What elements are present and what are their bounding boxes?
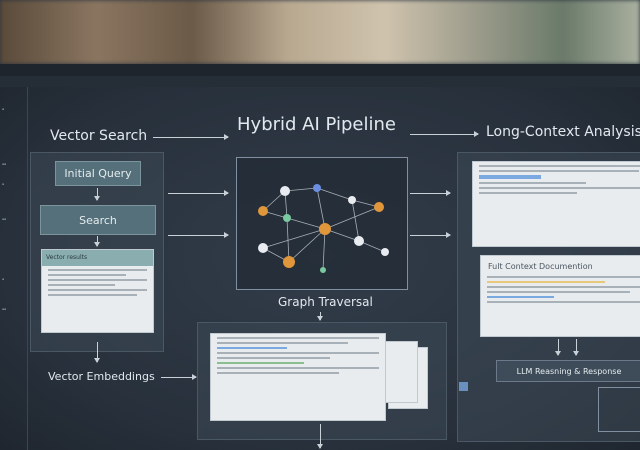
llm-reasoning-box: LLM Reasning & Response bbox=[496, 360, 640, 382]
arrow bbox=[555, 339, 561, 356]
arrow bbox=[410, 232, 451, 238]
full-context-doc: Fult Context Documention bbox=[480, 255, 640, 337]
main-title: Hybrid AI Pipeline bbox=[237, 114, 396, 135]
vector-search-panel: Initial Query Search Vector results bbox=[30, 152, 164, 352]
output-box bbox=[598, 387, 640, 432]
arrow bbox=[161, 374, 197, 380]
arrow bbox=[410, 190, 451, 196]
toolbar bbox=[0, 76, 640, 87]
background-room bbox=[0, 0, 640, 64]
arrow bbox=[410, 131, 479, 137]
monitor-screen: ▪▪▪▪▪▪▪▪▪ Hybrid AI Pipeline Vector Sear… bbox=[0, 64, 640, 450]
arrow bbox=[317, 312, 323, 321]
graph-node bbox=[319, 223, 331, 235]
embeddings-panel bbox=[197, 322, 447, 440]
arrow bbox=[168, 232, 229, 238]
vector-results-doc: Vector results bbox=[41, 249, 154, 333]
arrow bbox=[94, 188, 100, 201]
window-titlebar bbox=[0, 64, 640, 76]
arrow bbox=[573, 339, 579, 356]
graph-traversal-label: Graph Traversal bbox=[278, 295, 373, 309]
graph-node bbox=[283, 256, 295, 268]
knowledge-graph bbox=[258, 184, 389, 273]
graph-node bbox=[283, 214, 291, 222]
long-context-title: Long-Context Analysis bbox=[486, 124, 640, 140]
graph-node bbox=[280, 186, 290, 196]
search-box: Search bbox=[40, 205, 156, 235]
vector-embeddings-label: Vector Embeddings bbox=[48, 370, 155, 383]
arrow bbox=[94, 236, 100, 247]
graph-node bbox=[258, 206, 268, 216]
graph-node bbox=[354, 236, 364, 246]
graph-panel bbox=[236, 157, 408, 290]
arrow bbox=[168, 190, 229, 196]
results-header: Vector results bbox=[42, 250, 153, 266]
vector-search-title: Vector Search bbox=[50, 128, 148, 144]
arrow bbox=[317, 424, 323, 449]
graph-node bbox=[320, 267, 326, 273]
context-doc bbox=[472, 161, 640, 247]
embeddings-doc bbox=[210, 333, 386, 421]
graph-node bbox=[374, 202, 384, 212]
info-icon bbox=[459, 382, 468, 391]
arrow bbox=[153, 134, 229, 140]
graph-node bbox=[258, 243, 268, 253]
long-context-panel: Fult Context Documention LLM Reasning & … bbox=[457, 152, 640, 442]
sidebar: ▪▪▪▪▪▪▪▪▪ bbox=[0, 87, 28, 450]
graph-node bbox=[313, 184, 321, 192]
full-context-title: Fult Context Documention bbox=[488, 262, 593, 271]
arrow bbox=[94, 342, 100, 363]
graph-node bbox=[348, 196, 356, 204]
initial-query-box: Initial Query bbox=[55, 161, 141, 186]
graph-node bbox=[381, 248, 389, 256]
